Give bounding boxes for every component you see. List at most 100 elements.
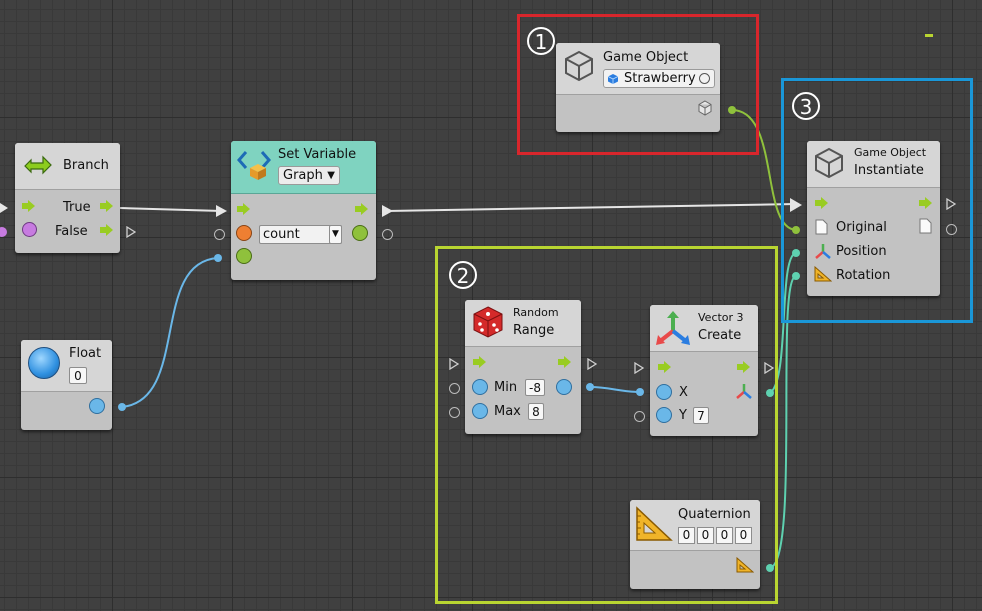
min-field[interactable]: -8 <box>525 379 545 396</box>
result-out-icon[interactable] <box>556 379 572 395</box>
vector-flow-in-port[interactable] <box>634 362 644 374</box>
cube-icon <box>815 147 843 179</box>
instantiate-node[interactable]: Game Object Instantiate Original Positio… <box>807 141 940 296</box>
float-out-icon[interactable] <box>89 398 105 414</box>
float-title: Float <box>69 346 102 361</box>
input-original-label: Original <box>836 220 887 235</box>
float-value-field[interactable]: 0 <box>69 367 87 384</box>
x-label: X <box>679 385 688 400</box>
random-flow-in-port[interactable] <box>449 358 459 370</box>
branch-false-out-port[interactable] <box>126 226 136 238</box>
highlight-frame-1: 1 <box>517 14 759 155</box>
vector3-create-node[interactable]: Vector 3 Create X Y 7 <box>650 305 758 436</box>
object-out-icon[interactable] <box>697 100 713 116</box>
float-icon <box>472 403 488 419</box>
flow-in-icon[interactable] <box>237 203 251 215</box>
variable-name-value: count <box>263 227 300 242</box>
instantiate-flow-out-port[interactable] <box>946 198 956 210</box>
flow-out-true-icon[interactable] <box>100 200 114 212</box>
max-value: 8 <box>532 405 540 419</box>
flow-out-icon[interactable] <box>558 356 572 368</box>
y-value: 7 <box>697 409 705 423</box>
random-category: Random <box>513 306 559 319</box>
random-range-node[interactable]: Random Range Min -8 Max 8 <box>465 300 581 434</box>
highlight-frame-3: 3 <box>781 78 973 323</box>
value-in-icon[interactable] <box>236 248 252 264</box>
instantiate-title: Instantiate <box>854 163 924 178</box>
bool-icon <box>22 222 37 237</box>
set-variable-empty-port[interactable] <box>214 229 225 240</box>
scope-value: Graph <box>283 168 323 183</box>
frame-number-3: 3 <box>792 92 820 120</box>
y-label: Y <box>679 408 687 423</box>
set-variable-empty-out-port[interactable] <box>382 229 393 240</box>
object-picker-icon[interactable] <box>699 73 710 84</box>
chevron-down-icon: ▼ <box>327 170 335 181</box>
quaternion-y-field[interactable]: 0 <box>697 527 714 544</box>
branch-arrows-icon <box>24 155 52 175</box>
input-position-label: Position <box>836 244 887 259</box>
flow-in-icon[interactable] <box>815 197 829 209</box>
branch-title: Branch <box>63 158 109 173</box>
quaternion-title: Quaternion <box>678 507 751 522</box>
vector-flow-out-port[interactable] <box>764 362 774 374</box>
highlight-frame-2: 2 <box>435 246 778 604</box>
min-value: -8 <box>529 381 541 395</box>
random-max-in-port[interactable] <box>449 407 460 418</box>
quaternion-z-field[interactable]: 0 <box>716 527 733 544</box>
min-label: Min <box>494 380 518 395</box>
set-variable-node[interactable]: Set Variable Graph ▼ count ▼ <box>231 141 376 280</box>
frame-number-2: 2 <box>449 261 477 289</box>
game-object-title: Game Object <box>603 50 689 65</box>
instantiate-object-out-port[interactable] <box>946 224 957 235</box>
random-min-in-port[interactable] <box>449 383 460 394</box>
document-icon <box>815 219 828 235</box>
scope-dropdown[interactable]: Graph ▼ <box>278 166 340 185</box>
vector-out-icon[interactable] <box>735 382 753 400</box>
prefab-cube-icon <box>607 74 619 84</box>
quaternion-x-field[interactable]: 0 <box>678 527 695 544</box>
vector-title: Create <box>698 328 742 343</box>
flow-in-icon[interactable] <box>473 356 487 368</box>
float-icon <box>28 347 60 379</box>
set-variable-title: Set Variable <box>278 147 357 162</box>
branch-node[interactable]: Branch True False <box>15 143 120 253</box>
y-field[interactable]: 7 <box>693 407 709 424</box>
max-field[interactable]: 8 <box>528 403 544 420</box>
vector-axes-icon <box>656 311 690 345</box>
value-out-icon[interactable] <box>352 225 368 241</box>
set-square-icon <box>636 506 673 541</box>
quaternion-node[interactable]: Quaternion 0 0 0 0 <box>630 500 760 589</box>
object-out-document-icon[interactable] <box>919 218 932 234</box>
set-square-icon <box>814 266 832 282</box>
max-label: Max <box>494 404 521 419</box>
vector-category: Vector 3 <box>698 311 744 324</box>
float-icon <box>472 379 488 395</box>
input-rotation-label: Rotation <box>836 268 891 283</box>
object-value: Strawberry <box>624 71 696 86</box>
frame-number-1: 1 <box>527 27 555 55</box>
set-variable-icon <box>237 151 271 180</box>
flow-in-icon[interactable] <box>658 361 672 373</box>
flow-in-icon[interactable] <box>22 200 36 212</box>
int-variable-icon <box>236 225 252 241</box>
random-title: Range <box>513 323 555 338</box>
flow-out-false-icon[interactable] <box>100 224 114 236</box>
float-icon <box>656 384 672 400</box>
random-flow-out-port[interactable] <box>587 358 597 370</box>
quaternion-w-field[interactable]: 0 <box>735 527 752 544</box>
vector-y-in-port[interactable] <box>634 411 645 422</box>
flow-out-icon[interactable] <box>919 197 933 209</box>
object-field[interactable]: Strawberry <box>603 69 715 88</box>
flow-out-icon[interactable] <box>355 203 369 215</box>
float-node[interactable]: Float 0 <box>21 340 112 430</box>
flow-out-icon[interactable] <box>737 361 751 373</box>
branch-false-label: False <box>55 224 88 239</box>
float-icon <box>656 407 672 423</box>
rotation-out-icon[interactable] <box>736 557 754 573</box>
vector-axes-icon <box>815 244 831 259</box>
instantiate-category: Game Object <box>854 146 927 159</box>
variable-name-dropdown-button[interactable]: ▼ <box>329 225 342 244</box>
cube-icon <box>565 50 593 82</box>
game-object-node[interactable]: Game Object Strawberry <box>556 43 720 132</box>
